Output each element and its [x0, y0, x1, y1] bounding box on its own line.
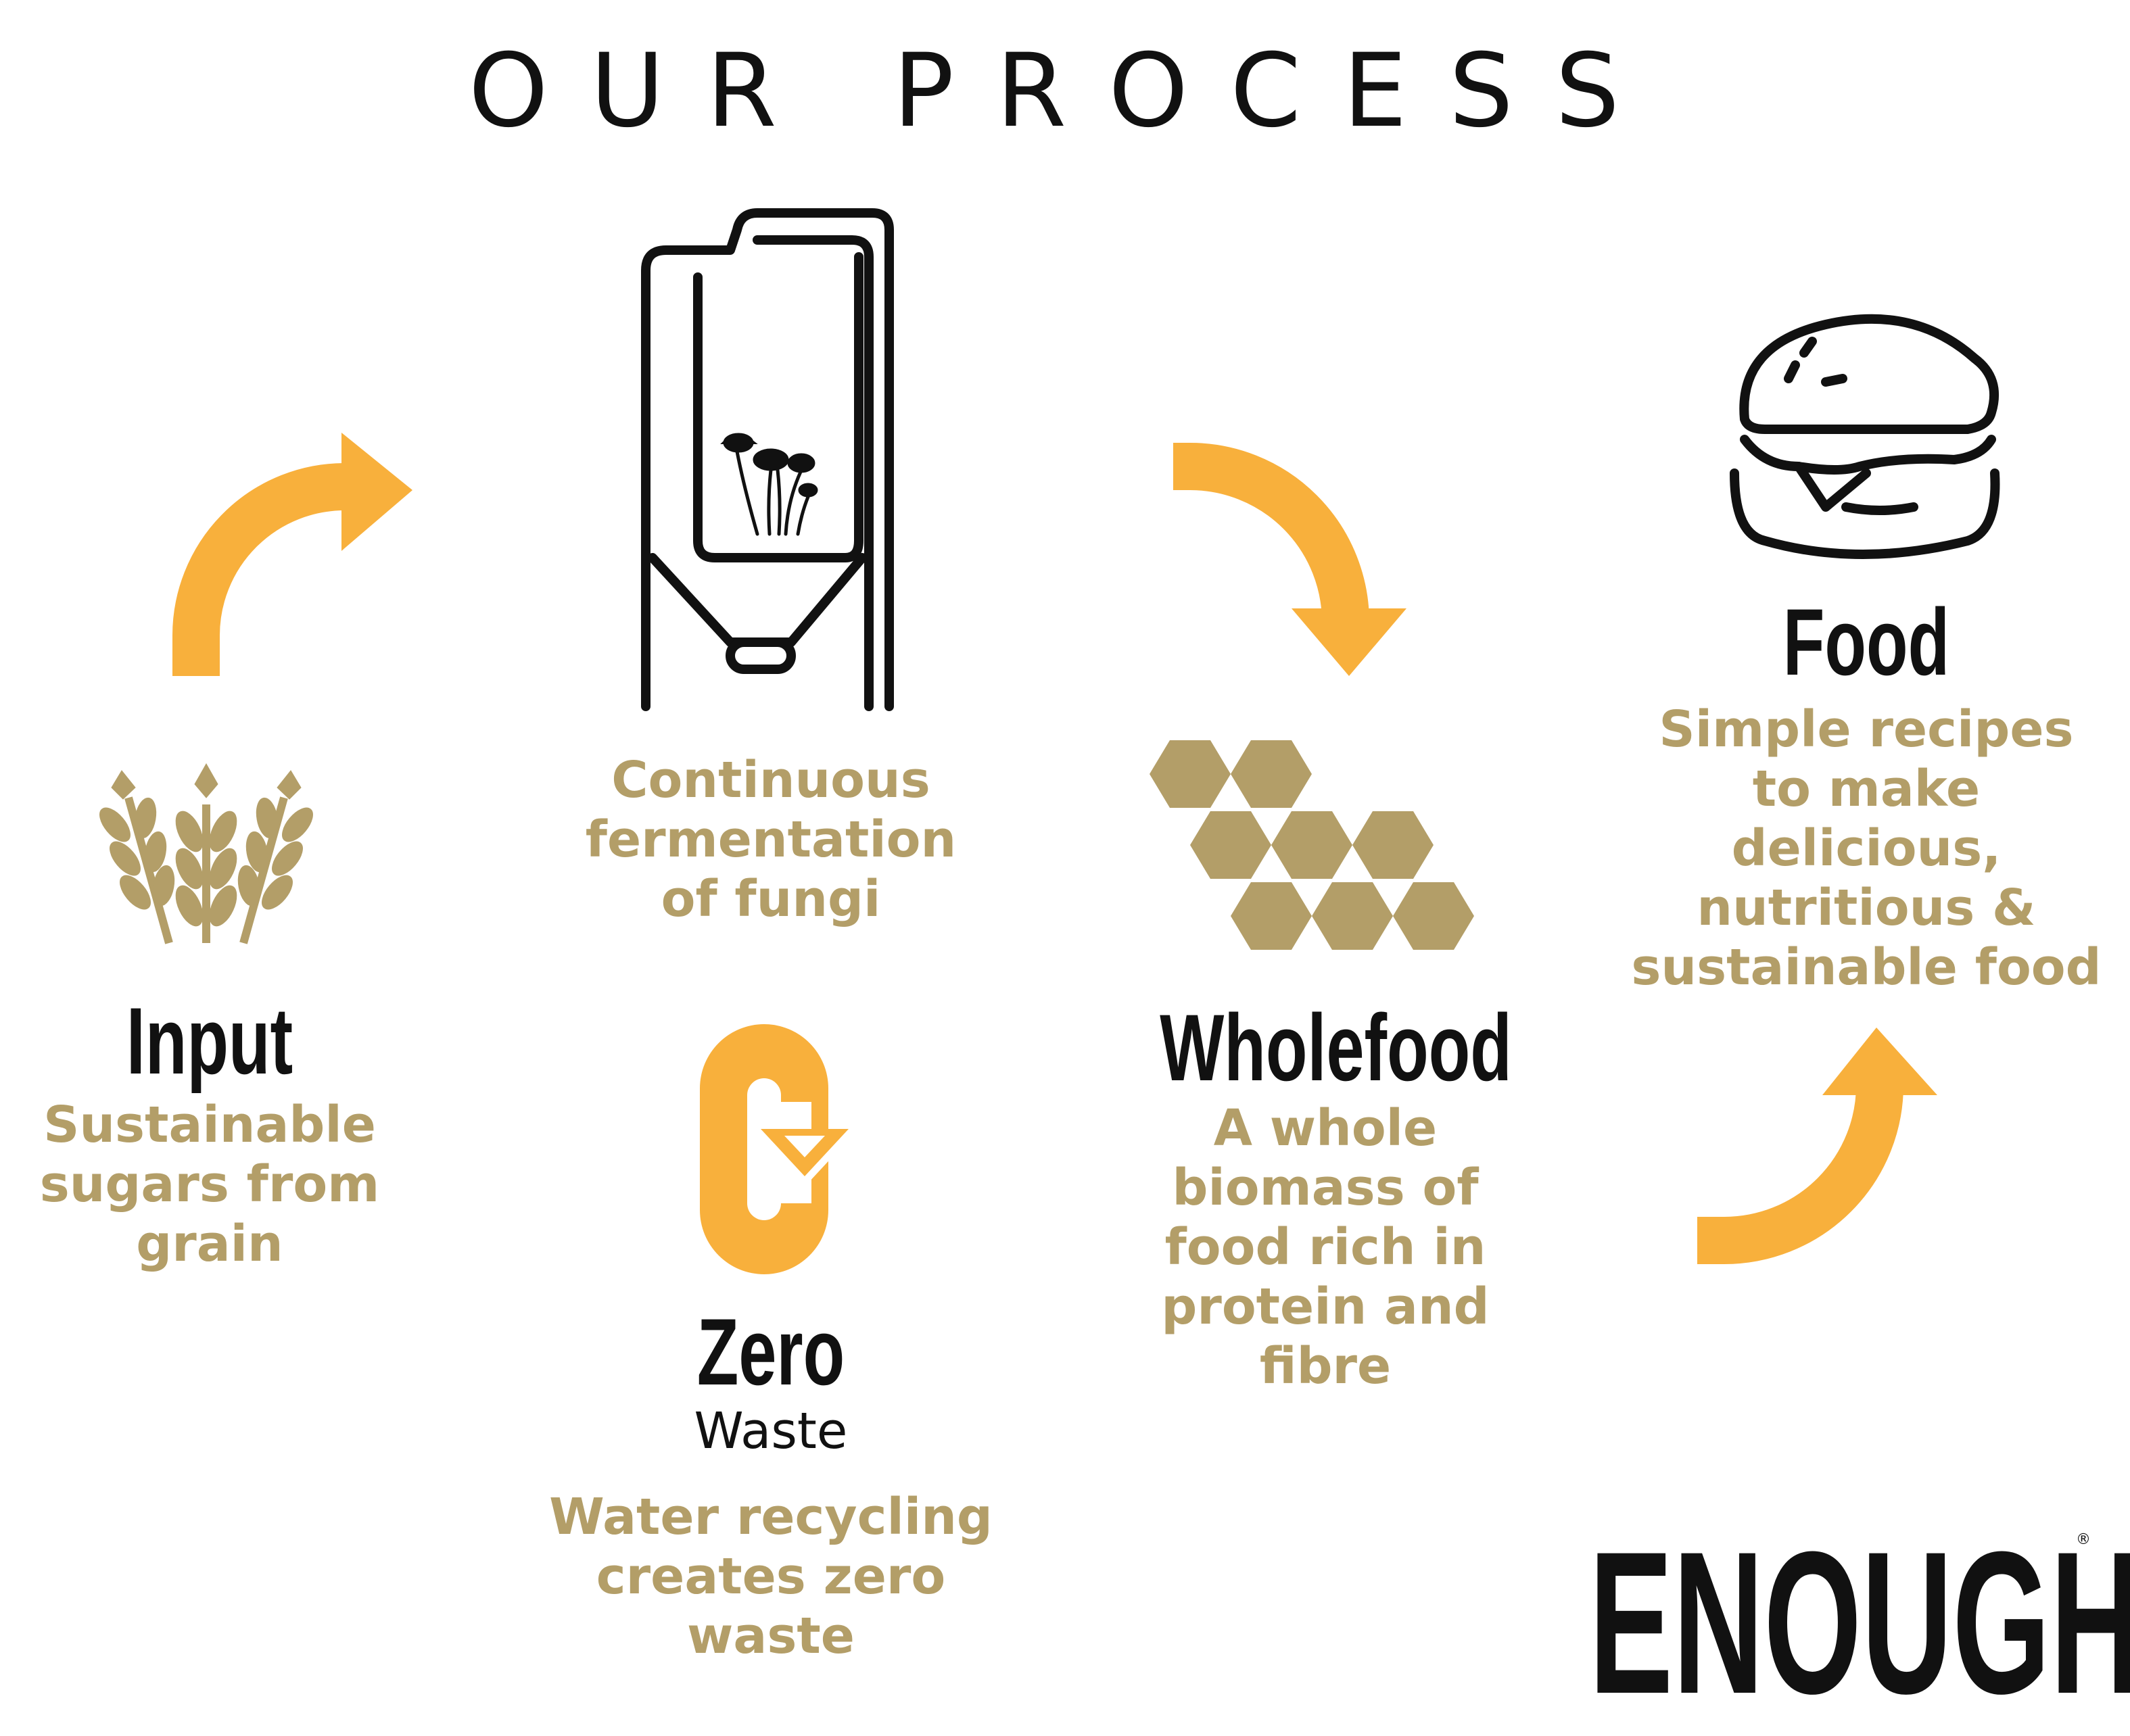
zero-waste-heading: Zero	[696, 1299, 845, 1405]
recycle-loop-icon	[700, 1024, 849, 1274]
registered-mark: ®	[2076, 1531, 2091, 1548]
wholefood-heading: Wholefood	[1160, 994, 1512, 1101]
zero-waste-subheading: Waste	[694, 1402, 848, 1460]
wheat-icon	[99, 763, 313, 944]
burger-icon	[1730, 314, 2000, 559]
zero-waste-description: Water recycling creates zero waste	[549, 1488, 993, 1665]
brand-name: ENOUGH	[1589, 1509, 2130, 1736]
hexagon-cells-icon	[1150, 740, 1474, 950]
food-description: Simple recipes to make delicious, nutrit…	[1631, 700, 2102, 996]
brand-logo: ENOUGH	[1589, 1521, 2130, 1724]
fermentation-description: Continuous fermentation of fungi	[585, 751, 957, 928]
page-title: OUR PROCESS	[468, 32, 1662, 150]
wholefood-description: A whole biomass of food rich in protein …	[1161, 1099, 1490, 1395]
input-description: Sustainable sugars from grain	[39, 1096, 380, 1273]
input-heading: Input	[126, 988, 293, 1094]
food-heading: Food	[1782, 589, 1950, 695]
fermenter-tank-icon	[641, 208, 894, 711]
